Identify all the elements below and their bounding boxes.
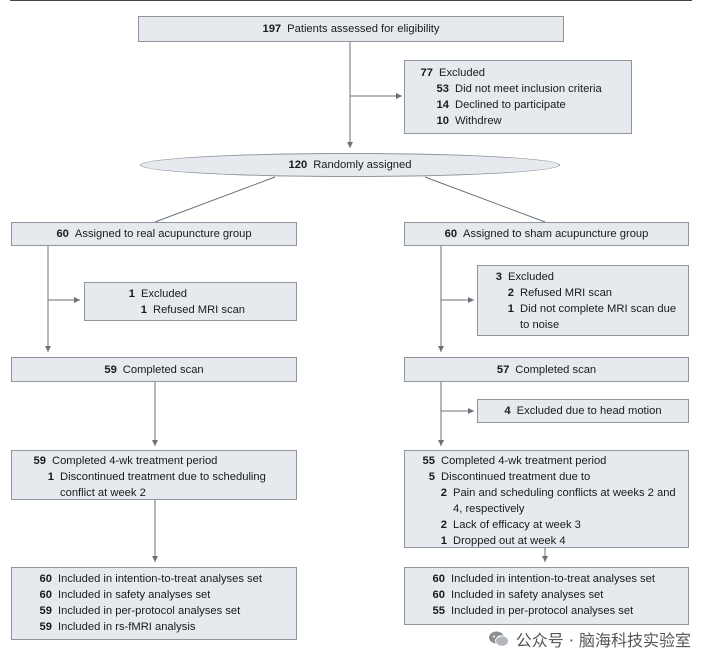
- randomized-label: Randomly assigned: [313, 159, 412, 171]
- left-scan-label: Completed scan: [122, 364, 204, 376]
- right-discontinued-count: 5: [428, 471, 435, 483]
- right-head-motion-label: Excluded due to head motion: [516, 405, 662, 417]
- randomized-count: 120: [288, 159, 308, 171]
- left-treatment-box: 59 Completed 4-wk treatment period 1 Disco…: [11, 450, 297, 500]
- top-rule: [10, 0, 692, 1]
- left-completed-scan-box: 59 Completed scan: [11, 357, 297, 382]
- excluded-top-item-count: 10: [436, 115, 449, 127]
- left-analysis-box: 60 Included in intention-to-treat analyse…: [11, 567, 297, 640]
- right-treatment-box: 55 Completed 4-wk treatment period 5 Disco…: [404, 450, 689, 548]
- excluded-top-item: Withdrew: [455, 115, 502, 127]
- left-analysis-label: Included in per-protocol analyses set: [58, 605, 241, 617]
- excluded-top-box: 77 Excluded 53 Did not meet inclusion crit…: [404, 60, 632, 134]
- right-treatment-label: Completed 4-wk treatment period: [441, 455, 607, 467]
- line-random-left: [154, 176, 276, 223]
- left-treatment-count: 59: [33, 455, 46, 467]
- left-assigned-count: 60: [56, 228, 69, 240]
- left-analysis-count: 60: [39, 573, 52, 585]
- right-excluded-item-count: 1: [507, 303, 514, 315]
- right-reason-label: Lack of efficacy at week 3: [453, 519, 581, 531]
- line-random-right: [424, 176, 546, 223]
- left-excluded-label: Excluded: [141, 288, 188, 300]
- watermark-text: 公众号 · 脑海科技实验室: [515, 631, 691, 650]
- left-analysis-count: 60: [39, 589, 52, 601]
- right-analysis-label: Included in intention-to-treat analyses …: [451, 573, 655, 585]
- watermark: 公众号 · 脑海科技实验室: [488, 627, 691, 651]
- right-reason-count: 2: [440, 487, 447, 499]
- right-excluded-item: Did not complete MRI scan due to noise: [520, 303, 677, 331]
- right-treatment-count: 55: [422, 455, 435, 467]
- right-analysis-count: 55: [432, 605, 445, 617]
- excluded-top-item-count: 53: [436, 83, 449, 95]
- right-analysis-count: 60: [432, 589, 445, 601]
- left-assigned-box: 60 Assigned to real acupuncture group: [11, 222, 297, 246]
- left-scan-count: 59: [104, 364, 117, 376]
- screening-label: Patients assessed for eligibility: [287, 23, 440, 35]
- left-assigned-label: Assigned to real acupuncture group: [74, 228, 252, 240]
- right-analysis-box: 60 Included in intention-to-treat analyse…: [404, 567, 689, 625]
- right-completed-scan-box: 57 Completed scan: [404, 357, 689, 382]
- right-scan-count: 57: [496, 364, 510, 376]
- left-excluded-item-count: 1: [140, 304, 147, 316]
- right-assigned-count: 60: [444, 228, 458, 240]
- right-reason-label: Dropped out at week 4: [453, 535, 566, 547]
- right-assigned-box: 60 Assigned to sham acupuncture group: [404, 222, 689, 246]
- right-head-motion-box: 4 Excluded due to head motion: [477, 399, 689, 423]
- left-treatment-label: Completed 4-wk treatment period: [52, 455, 218, 467]
- left-discontinued-count: 1: [47, 471, 54, 483]
- wechat-icon: [488, 631, 509, 647]
- right-analysis-count: 60: [432, 573, 445, 585]
- right-assigned-label: Assigned to sham acupuncture group: [463, 228, 649, 240]
- right-discontinued-label: Discontinued treatment due to: [441, 471, 591, 483]
- left-excluded-count: 1: [128, 288, 135, 300]
- right-reason-count: 1: [440, 535, 447, 547]
- screening-count: 197: [262, 23, 282, 35]
- left-analysis-label: Included in intention-to-treat analyses …: [58, 573, 262, 585]
- left-analysis-count: 59: [39, 621, 52, 633]
- right-analysis-label: Included in safety analyses set: [451, 589, 604, 601]
- right-reason-label: Pain and scheduling conflicts at weeks 2…: [453, 487, 676, 515]
- right-head-motion-count: 4: [504, 405, 511, 417]
- left-analysis-label: Included in safety analyses set: [58, 589, 211, 601]
- screening-box: 197 Patients assessed for eligibility: [138, 16, 564, 42]
- left-discontinued-label: Discontinued treatment due to scheduling…: [60, 471, 266, 499]
- randomized-ellipse: 120 Randomly assigned: [140, 153, 560, 177]
- excluded-top-item: Did not meet inclusion criteria: [455, 83, 602, 95]
- excluded-top-item-count: 14: [436, 99, 449, 111]
- left-analysis-label: Included in rs-fMRI analysis: [58, 621, 196, 633]
- left-analysis-count: 59: [39, 605, 52, 617]
- excluded-top-item: Declined to participate: [455, 99, 566, 111]
- excluded-top-count: 77: [420, 67, 433, 79]
- right-excluded-item-count: 2: [507, 287, 514, 299]
- right-excluded-label: Excluded: [508, 271, 555, 283]
- right-excluded-box: 3 Excluded 2 Refused MRI scan 1 Did not com…: [477, 265, 689, 336]
- left-excluded-item: Refused MRI scan: [153, 304, 246, 316]
- right-analysis-label: Included in per-protocol analyses set: [451, 605, 634, 617]
- right-scan-label: Completed scan: [515, 364, 597, 376]
- right-reason-count: 2: [440, 519, 447, 531]
- right-excluded-count: 3: [495, 271, 502, 283]
- right-excluded-item: Refused MRI scan: [520, 287, 613, 299]
- excluded-top-label: Excluded: [439, 67, 486, 79]
